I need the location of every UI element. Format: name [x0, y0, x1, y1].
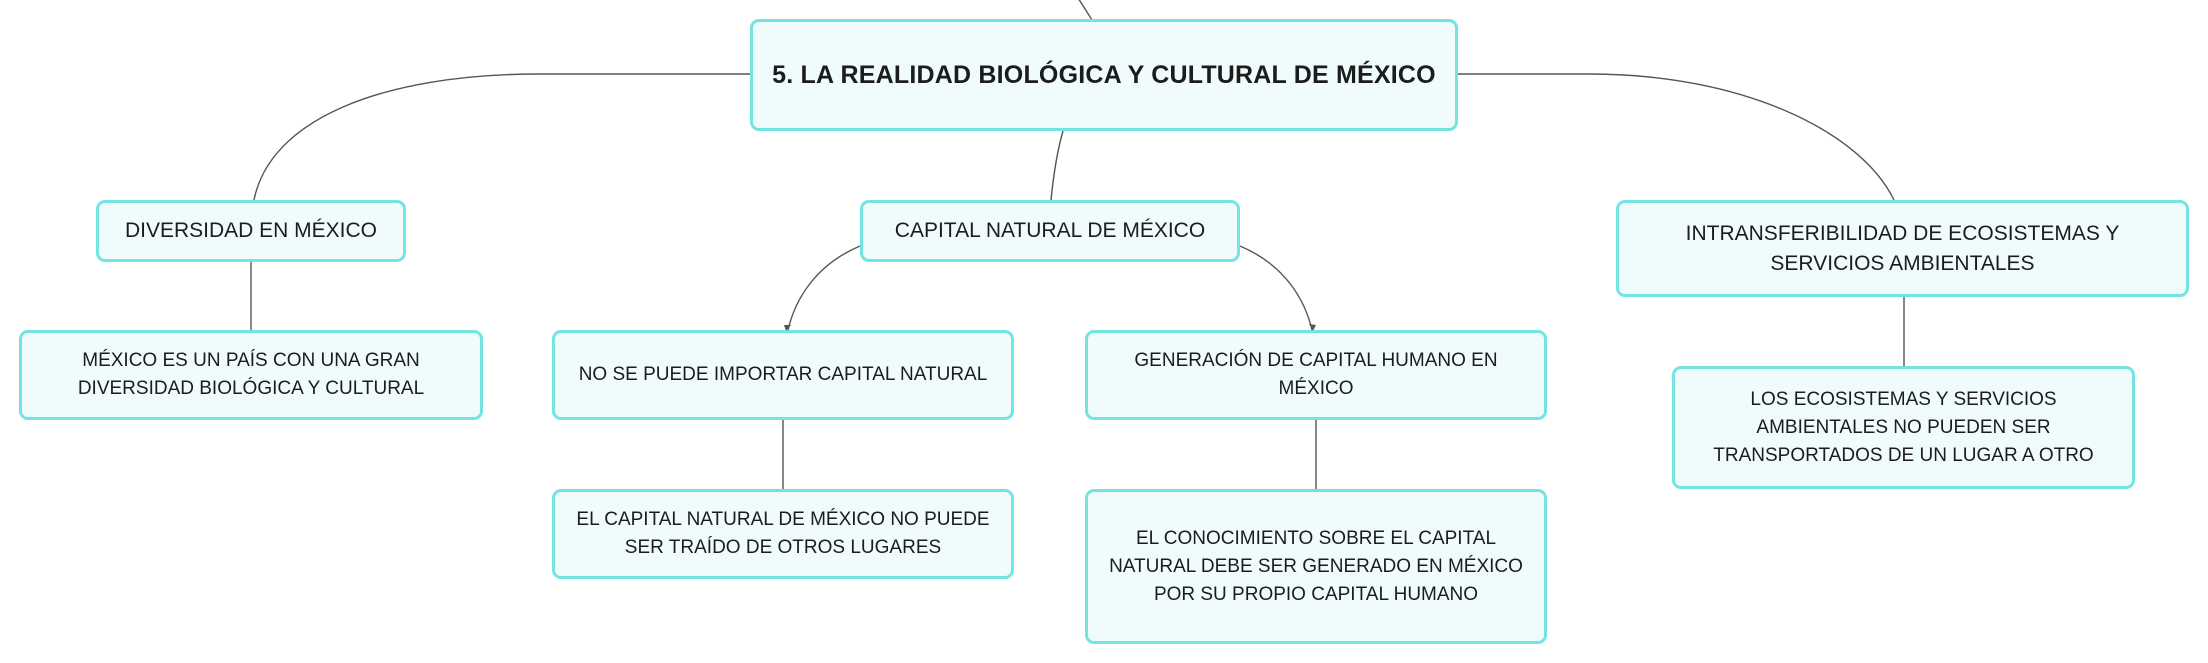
root-topic-node[interactable]: 5. LA REALIDAD BIOLÓGICA Y CULTURAL DE M…: [750, 19, 1458, 131]
connector-root-intransferibilidad: [1458, 73, 1895, 201]
topic-intransferibilidad-label: INTRANSFERIBILIDAD DE ECOSISTEMAS Y SERV…: [1685, 221, 2120, 275]
subtopic-intransferibilidad-detail-label: LOS ECOSISTEMAS Y SERVICIOS AMBIENTALES …: [1713, 388, 2094, 466]
detail-no-importar-label: EL CAPITAL NATURAL DE MÉXICO NO PUEDE SE…: [576, 509, 990, 558]
subtopic-generacion-capital-humano[interactable]: GENERACIÓN DE CAPITAL HUMANO EN MÉXICO: [1085, 330, 1547, 420]
detail-generacion-capital-humano[interactable]: EL CONOCIMIENTO SOBRE EL CAPITAL NATURAL…: [1085, 489, 1547, 644]
topic-capital-natural[interactable]: CAPITAL NATURAL DE MÉXICO: [860, 200, 1240, 262]
topic-intransferibilidad[interactable]: INTRANSFERIBILIDAD DE ECOSISTEMAS Y SERV…: [1616, 200, 2189, 297]
topic-diversidad[interactable]: DIVERSIDAD EN MÉXICO: [96, 200, 406, 262]
subtopic-no-importar-label: NO SE PUEDE IMPORTAR CAPITAL NATURAL: [578, 364, 988, 385]
root-topic-label: 5. LA REALIDAD BIOLÓGICA Y CULTURAL DE M…: [772, 60, 1436, 89]
detail-no-importar[interactable]: EL CAPITAL NATURAL DE MÉXICO NO PUEDE SE…: [552, 489, 1014, 579]
detail-generacion-capital-humano-label: EL CONOCIMIENTO SOBRE EL CAPITAL NATURAL…: [1109, 527, 1523, 605]
connector-capital-generacion: [1239, 245, 1313, 331]
arrow-head-importar: [784, 325, 791, 331]
subtopic-intransferibilidad-detail[interactable]: LOS ECOSISTEMAS Y SERVICIOS AMBIENTALES …: [1672, 366, 2135, 489]
subtopic-no-importar[interactable]: NO SE PUEDE IMPORTAR CAPITAL NATURAL: [552, 330, 1014, 420]
topic-capital-natural-label: CAPITAL NATURAL DE MÉXICO: [894, 219, 1206, 242]
connector-capital-importar: [787, 245, 861, 331]
connector-root-capital: [1050, 130, 1064, 201]
subtopic-diversidad-detail[interactable]: MÉXICO ES UN PAÍS CON UNA GRAN DIVERSIDA…: [19, 330, 483, 420]
connector-root-diversidad: [253, 73, 752, 201]
arrow-head-generacion: [1309, 324, 1316, 331]
subtopic-diversidad-detail-label: MÉXICO ES UN PAÍS CON UNA GRAN DIVERSIDA…: [77, 350, 425, 399]
subtopic-generacion-capital-humano-label: GENERACIÓN DE CAPITAL HUMANO EN MÉXICO: [1134, 350, 1498, 399]
connector-offscreen-parent: [1078, 0, 1093, 21]
topic-diversidad-label: DIVERSIDAD EN MÉXICO: [124, 219, 378, 242]
